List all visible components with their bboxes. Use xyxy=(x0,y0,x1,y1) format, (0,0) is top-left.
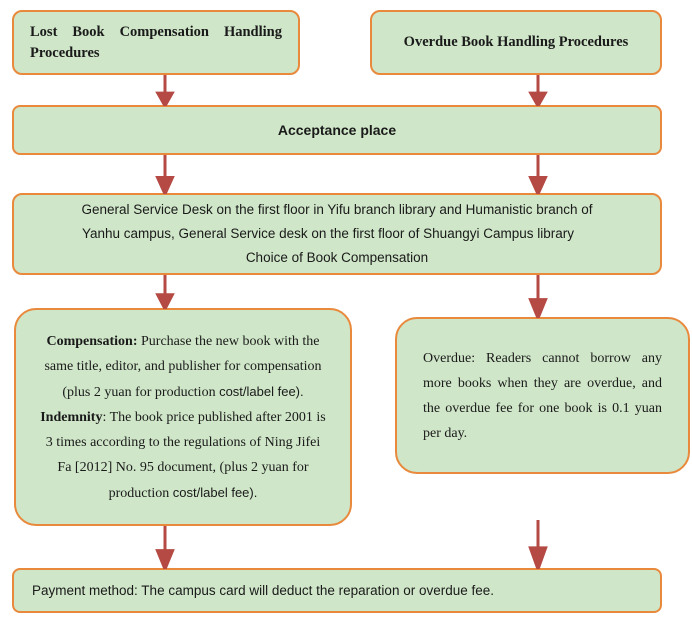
node-payment-method-label: Payment method: The campus card will ded… xyxy=(32,583,495,598)
node-overdue-details-text: Overdue: Readers cannot borrow any more … xyxy=(423,350,662,441)
indemnity-body: : The book price published after 2001 is… xyxy=(45,409,326,501)
node-compensation-text: Compensation: Purchase the new book with… xyxy=(16,329,350,506)
node-lost-book-procedures: Lost Book Compensation Handling Procedur… xyxy=(12,10,300,75)
arrow-down-icon-overdue-to-payment xyxy=(527,520,549,569)
node-acceptance-place: Acceptance place xyxy=(12,105,662,155)
compensation-label: Compensation: xyxy=(46,333,138,349)
node-lost-book-label: Lost Book Compensation Handling Procedur… xyxy=(30,23,282,61)
arrow-down-icon-lost-to-acceptance xyxy=(154,75,176,106)
node-acceptance-place-label: Acceptance place xyxy=(277,122,397,138)
node-payment-method: Payment method: The campus card will ded… xyxy=(12,568,662,613)
compensation-body: Purchase the new book with the same titl… xyxy=(44,333,322,400)
node-service-desk: General Service Desk on the first floor … xyxy=(12,193,662,275)
service-desk-line-2: Yanhu campus, General Service desk on th… xyxy=(82,226,574,241)
arrow-down-icon-acceptance-to-desk-left xyxy=(154,155,176,194)
arrow-down-icon-compensation-to-payment xyxy=(154,526,176,569)
node-compensation-details: Compensation: Purchase the new book with… xyxy=(14,308,352,526)
compensation-fee-note: cost/label fee). xyxy=(219,383,304,399)
service-desk-line-3: Choice of Book Compensation xyxy=(245,250,429,265)
node-overdue-procedures-label: Overdue Book Handling Procedures xyxy=(403,34,629,50)
node-overdue-procedures: Overdue Book Handling Procedures xyxy=(370,10,662,75)
indemnity-fee-note: cost/label fee). xyxy=(172,484,258,500)
arrow-down-icon-acceptance-to-desk-right xyxy=(527,155,549,194)
service-desk-line-1: General Service Desk on the first floor … xyxy=(81,202,593,217)
arrow-down-icon-overdue-to-acceptance xyxy=(527,75,549,106)
indemnity-label: Indemnity xyxy=(40,409,103,425)
node-service-desk-text: General Service Desk on the first floor … xyxy=(14,198,660,270)
arrow-down-icon-desk-to-overdue xyxy=(527,275,549,318)
node-overdue-details: Overdue: Readers cannot borrow any more … xyxy=(395,317,690,474)
arrow-down-icon-desk-to-compensation xyxy=(154,275,176,309)
